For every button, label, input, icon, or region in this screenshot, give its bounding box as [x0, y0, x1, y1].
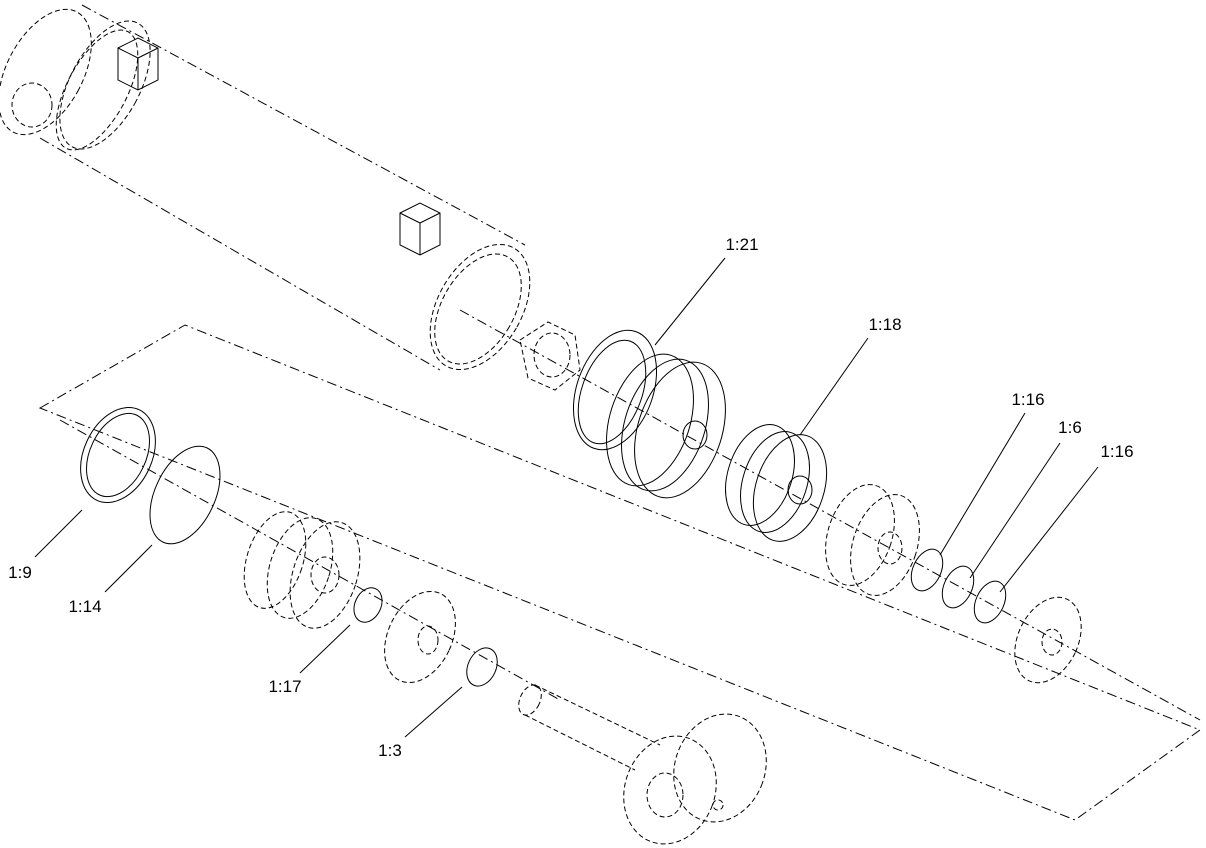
part-1-17-bushing	[353, 587, 383, 623]
callout-1-9: 1:9	[8, 563, 32, 582]
part-1-21-ring	[572, 329, 658, 451]
callout-1-6: 1:6	[1058, 418, 1082, 437]
lower-piston	[243, 511, 361, 629]
rod-group-outline	[38, 324, 1202, 821]
cylinder-barrel	[0, 4, 531, 371]
part-1-14-ring	[149, 445, 221, 545]
piston-nut	[519, 321, 581, 391]
callout-1-18: 1:18	[868, 315, 901, 334]
callout-1-3: 1:3	[378, 741, 402, 760]
callout-1-16-b: 1:16	[1100, 442, 1133, 461]
callout-1-17: 1:17	[268, 677, 301, 696]
piston-rod	[518, 684, 767, 845]
part-1-18-seal	[725, 424, 828, 542]
leader-lines	[34, 257, 1099, 738]
part-1-6-ring	[941, 565, 975, 609]
part-1-9-ring	[80, 406, 156, 504]
piston	[606, 353, 726, 499]
callout-1-21: 1:21	[725, 235, 758, 254]
callout-1-16-a: 1:16	[1011, 390, 1044, 409]
callout-1-14: 1:14	[68, 597, 101, 616]
gland	[825, 484, 920, 596]
lower-washer	[384, 590, 456, 684]
end-washer	[1014, 596, 1082, 684]
part-1-3-wiper	[466, 647, 498, 687]
part-1-16-ring-b	[973, 580, 1007, 624]
part-1-16-ring-a	[910, 548, 944, 592]
